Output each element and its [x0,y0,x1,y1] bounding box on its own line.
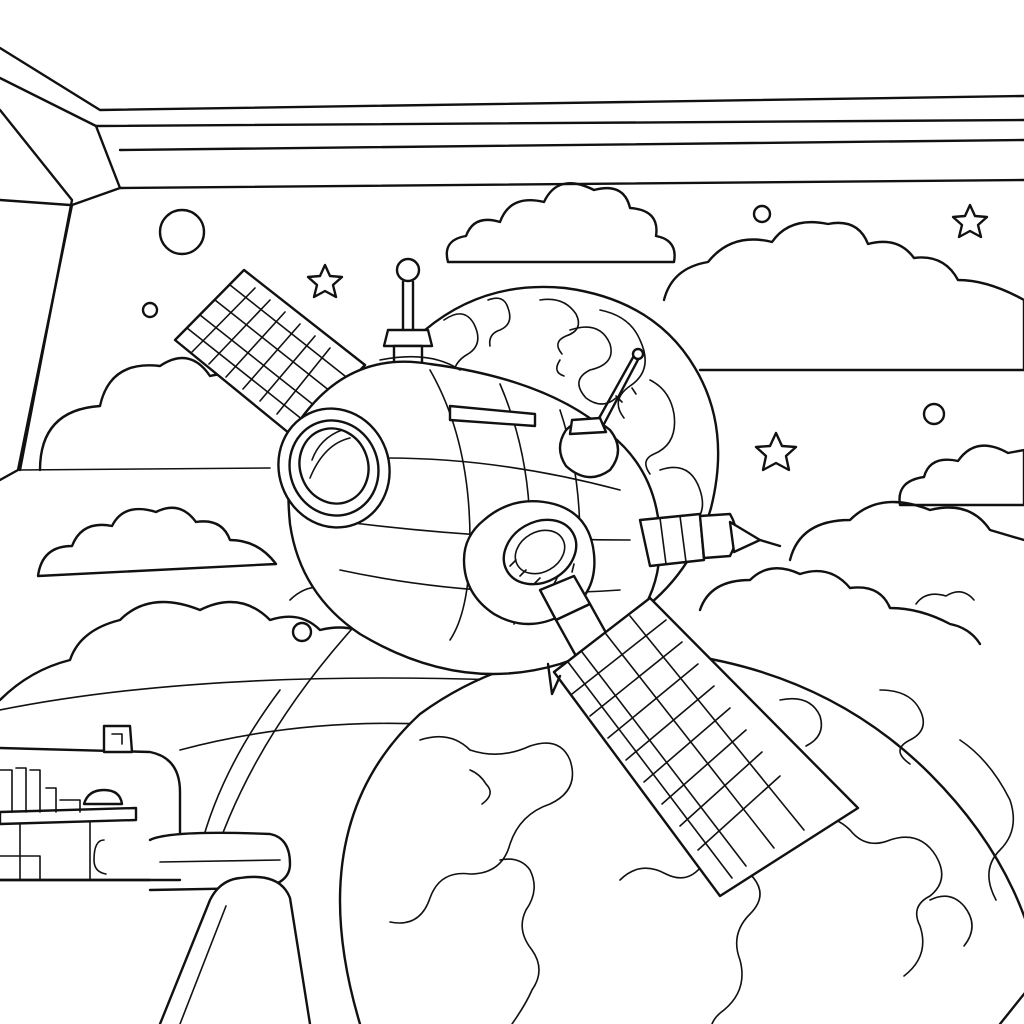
solar-panel-lower [546,596,860,898]
thruster [638,512,782,568]
cloud-mid-left [36,506,278,578]
moon-circle-2 [141,301,159,319]
cloud-right-mid [898,444,1024,507]
moon-circle-3 [752,204,772,224]
space-station [173,257,860,898]
moon-circle-4 [922,402,946,426]
docking-module [462,500,612,658]
sky-decor [141,203,989,643]
cloud-right-top [662,220,1024,372]
window-frame [0,46,1024,482]
solar-panel-upper [173,268,367,440]
star-icon-1 [306,263,344,299]
cloud-right-lower [698,567,982,646]
star-icon-2 [951,203,989,239]
moon-circle-1 [158,208,206,256]
star-icon-3 [754,431,798,472]
cloud-bottom-left [0,600,392,702]
cloud-right-low [788,500,1024,562]
cloud-top [445,182,676,264]
cabin-interior [0,724,312,1024]
clouds [0,182,1024,702]
moon-circle-5 [291,621,313,643]
console-shelf [0,806,138,826]
antenna-side [558,347,645,479]
